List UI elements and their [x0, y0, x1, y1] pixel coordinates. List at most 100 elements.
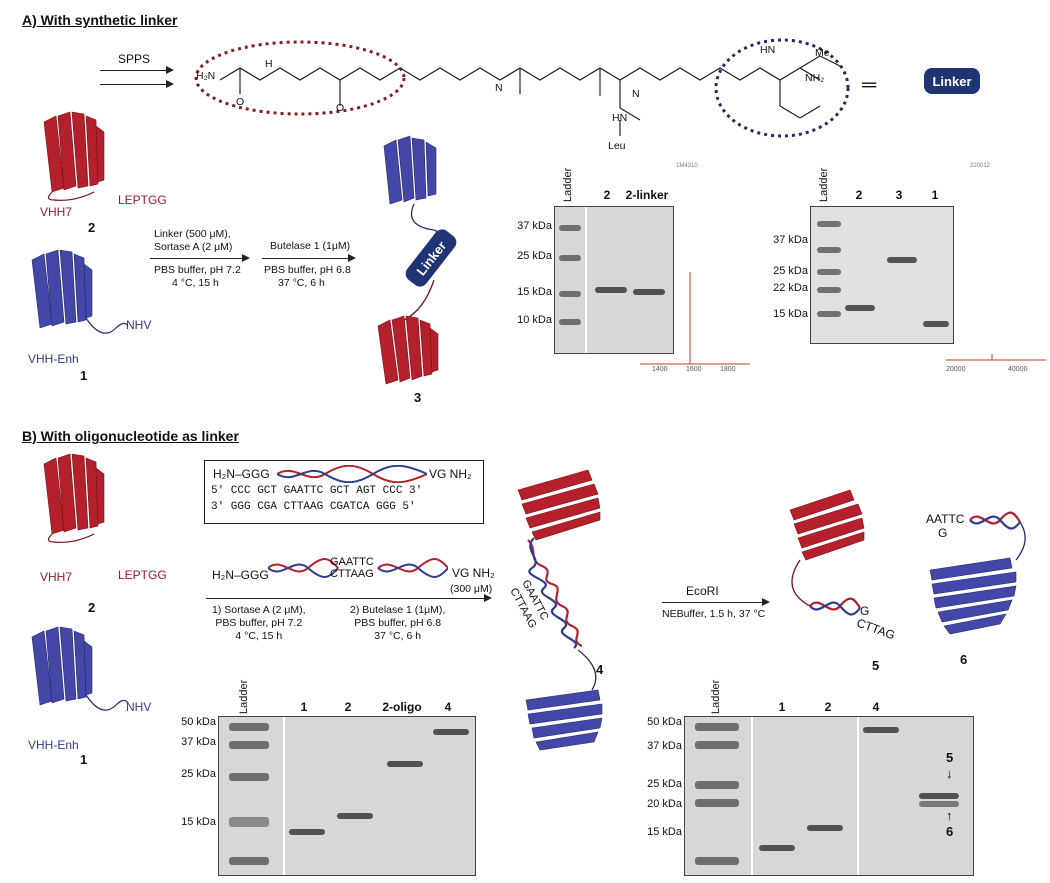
chem-nh2: NH₂ [805, 72, 825, 84]
gel-4-lane-2: 2 [824, 700, 832, 714]
gel-2-lane-2: 2 [855, 188, 863, 202]
gel-4-kda-50: 50 kDa [647, 716, 682, 728]
compound-2-label-b: 2 [88, 600, 96, 615]
gel-3-kda-50: 50 kDa [181, 716, 216, 728]
linker-badge: Linker [924, 68, 980, 94]
gel-1-kda-25: 25 kDa [517, 250, 552, 262]
gel-1-image [554, 206, 674, 354]
gel-2-lane-3: 3 [895, 188, 903, 202]
compound-5-label: 5 [872, 658, 880, 673]
gel-3-kda-15: 15 kDa [181, 816, 216, 828]
label-nhv-b: NHV [126, 700, 152, 714]
fragment-6-structure [929, 511, 1026, 635]
chem-n-2: N [632, 88, 640, 100]
label-vhh7-b: VHH7 [40, 570, 73, 584]
step1-reagents: Linker (500 μM),Sortase A (2 μM) [154, 228, 233, 253]
compound-3-label: 3 [414, 390, 422, 405]
gel-4-ladder-label: Ladder [710, 679, 722, 714]
sequence-line-1: 5' CCC GCT GAATTC GCT AGT CCC 3' [211, 485, 423, 497]
ms-1-header: 1M4310 [676, 163, 698, 169]
gel-2-kda-22: 22 kDa [773, 282, 808, 294]
protein-vhh7-red-b [43, 453, 105, 543]
step2-arrow [262, 254, 356, 262]
compound-4-label: 4 [596, 662, 604, 677]
ms-1-tick-1800: 1800 [720, 366, 736, 373]
box-dna-helix [277, 465, 427, 483]
fragment-6-g: G [938, 526, 948, 540]
spps-arrow-2 [100, 80, 174, 88]
section-a-title: A) With synthetic linker [22, 12, 178, 28]
label-vhh-enh-b: VHH-Enh [28, 738, 79, 752]
ms-2-header: 220012 [970, 163, 991, 169]
chem-o-2: O [336, 102, 345, 114]
linker-chemical-structure [194, 38, 850, 138]
gel-3-ladder-label: Ladder [238, 679, 250, 714]
step1-arrow [150, 254, 250, 262]
step2-reagent: Butelase 1 (1μM) [270, 240, 351, 252]
ms-1-tick-1600: 1600 [686, 366, 702, 373]
fragment-5-structure [789, 489, 865, 616]
label-vhh7: VHH7 [40, 205, 73, 219]
chem-h2n: H₂N [196, 70, 216, 82]
label-lepttg-b: LEPTGG [118, 568, 167, 582]
chem-o-1: O [236, 96, 245, 108]
box-vg-nh2: VG NH₂ [429, 467, 472, 481]
reagent-gaattc: GAATTC [330, 556, 374, 568]
gel-4-arrow-down: ↓ [946, 766, 953, 781]
ecori-label: EcoRI [686, 584, 719, 598]
chem-n-1: N [495, 82, 503, 94]
gel-4-kda-25: 25 kDa [647, 778, 682, 790]
ms-1-trace [640, 272, 750, 365]
ecori-conditions: NEBuffer, 1.5 h, 37 °C [662, 608, 766, 620]
ms-2-tick-20000: 20000 [946, 366, 966, 373]
ms-2-tick-40000: 40000 [1008, 366, 1028, 373]
protein-vhh7-red [43, 111, 105, 201]
spps-arrow-1 [100, 66, 174, 74]
gel-2-image [810, 206, 954, 344]
gel-1-lane-2: 2 [603, 188, 611, 202]
compound-2-label: 2 [88, 220, 96, 235]
gel-1-kda-10: 10 kDa [517, 314, 552, 326]
chem-me: Me [815, 47, 830, 59]
ms-2-trace [946, 354, 1046, 361]
ecori-arrow [662, 598, 770, 606]
compound-1-label-b: 1 [80, 752, 88, 767]
equals-sign: ═ [862, 74, 877, 96]
product-3-structure [377, 135, 447, 385]
gel-2-kda-37: 37 kDa [773, 234, 808, 246]
gel-4-image [684, 716, 974, 876]
chem-hn: HN [612, 112, 628, 124]
section-b-title: B) With oligonucleotide as linker [22, 428, 239, 444]
gel-4-lane-4: 4 [872, 700, 880, 714]
protein-vhh-enh-blue-b [31, 626, 129, 711]
gel-3-lane-2: 2 [344, 700, 352, 714]
reagent-cttaag: CTTAAG [330, 568, 374, 580]
gel-2-kda-25: 25 kDa [773, 265, 808, 277]
spps-label: SPPS [118, 52, 151, 66]
gel-3-lane-2-oligo: 2-oligo [382, 700, 422, 714]
gel-2-ladder-label: Ladder [818, 167, 830, 202]
gel-2-kda-15: 15 kDa [773, 308, 808, 320]
fragment-5-g: G [860, 604, 870, 618]
right-dotted-oval [714, 38, 850, 138]
gel-3-kda-37: 37 kDa [181, 736, 216, 748]
reaction-arrow-b [206, 594, 492, 602]
gel-3-lane-1: 1 [300, 700, 308, 714]
reagent-h2n-ggg: H₂N–GGG [212, 568, 269, 582]
left-dotted-oval [194, 40, 406, 116]
gel-3-image [218, 716, 476, 876]
ms-1-tick-1400: 1400 [652, 366, 668, 373]
reagent-vg-nh2: VG NH₂ [452, 566, 495, 580]
gel-3-kda-25: 25 kDa [181, 768, 216, 780]
gel-1-kda-15: 15 kDa [517, 286, 552, 298]
compound-6-label: 6 [960, 652, 968, 667]
gel-4-kda-37: 37 kDa [647, 740, 682, 752]
sequence-line-2: 3' GGG CGA CTTAAG CGATCA GGG 5' [211, 501, 416, 513]
gel-1-lane-2-linker: 2-linker [625, 188, 669, 202]
fragment-6-aattc: AATTC [926, 512, 965, 526]
gel-3-lane-4: 4 [444, 700, 452, 714]
